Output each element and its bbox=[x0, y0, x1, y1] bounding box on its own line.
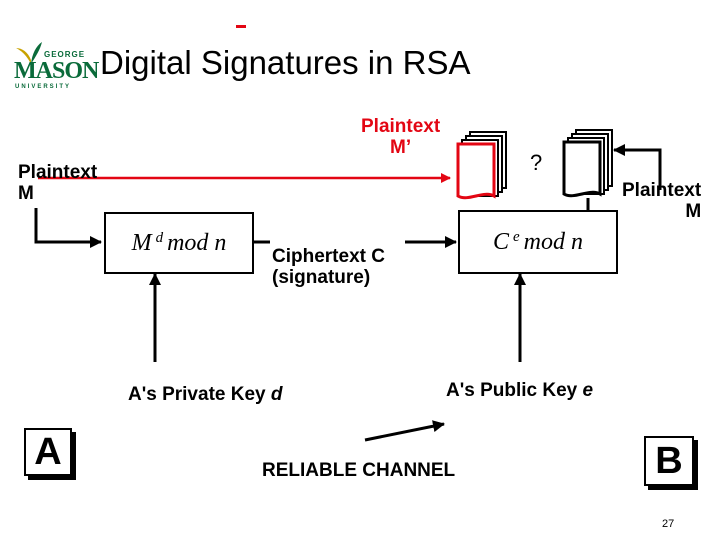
ciphertext-line2: (signature) bbox=[272, 267, 371, 288]
plaintext-m-right-line2: M bbox=[685, 201, 702, 222]
arrow-reliable-channel bbox=[364, 420, 445, 442]
gmu-logo: GEORGE MASON UNIVERSITY bbox=[10, 42, 99, 94]
document-stack-red-icon bbox=[456, 131, 507, 200]
plaintext-m-right-line1: Plaintext bbox=[622, 180, 702, 201]
ciphertext-line1: Ciphertext C bbox=[272, 246, 385, 267]
logo-george: GEORGE bbox=[44, 50, 86, 59]
verify-base: C bbox=[492, 228, 509, 255]
document-stack-black-icon bbox=[562, 129, 613, 198]
arrow-plaintext-right bbox=[613, 144, 662, 190]
logo-university: UNIVERSITY bbox=[15, 84, 72, 90]
sign-box: M d mod n bbox=[104, 212, 254, 274]
reliable-channel-label: RELIABLE CHANNEL bbox=[262, 460, 456, 481]
verify-rest: mod n bbox=[523, 228, 584, 255]
logo-mason: MASON bbox=[14, 58, 99, 84]
party-b: B bbox=[644, 436, 694, 486]
plaintext-m-right-label: Plaintext M bbox=[622, 180, 701, 222]
plaintext-m-prime-label: Plaintext M’ bbox=[361, 116, 440, 158]
private-key-var: d bbox=[270, 384, 283, 405]
public-key-var: e bbox=[582, 380, 594, 401]
public-key-text: A's Public Key bbox=[446, 380, 578, 401]
sign-rest: mod n bbox=[167, 229, 227, 256]
page-number: 27 bbox=[662, 518, 675, 530]
plaintext-m-left-line2: M bbox=[18, 183, 34, 204]
verify-box: C e mod n bbox=[458, 210, 618, 274]
private-key-text: A's Private Key bbox=[128, 384, 266, 405]
verify-exponent: e bbox=[513, 228, 520, 245]
private-key-label: A's Private Key d bbox=[128, 384, 282, 406]
party-a: A bbox=[24, 428, 72, 476]
public-key-label: A's Public Key e bbox=[446, 380, 593, 402]
question-mark: ? bbox=[530, 150, 543, 175]
ciphertext-label: Ciphertext C (signature) bbox=[272, 246, 385, 288]
plaintext-m-prime-line1: Plaintext bbox=[361, 116, 441, 137]
arrow-m-to-sign bbox=[34, 208, 102, 248]
plaintext-m-prime-line2: M’ bbox=[390, 137, 412, 158]
leaf-icon bbox=[16, 42, 42, 64]
title-accent-mark bbox=[236, 25, 246, 28]
plaintext-m-left-line1: Plaintext bbox=[18, 162, 98, 183]
slide-title: Digital Signatures in RSA bbox=[100, 44, 471, 81]
sign-exponent: d bbox=[155, 229, 164, 246]
plaintext-m-left-label: Plaintext M bbox=[18, 162, 97, 204]
sign-base: M bbox=[131, 229, 152, 256]
